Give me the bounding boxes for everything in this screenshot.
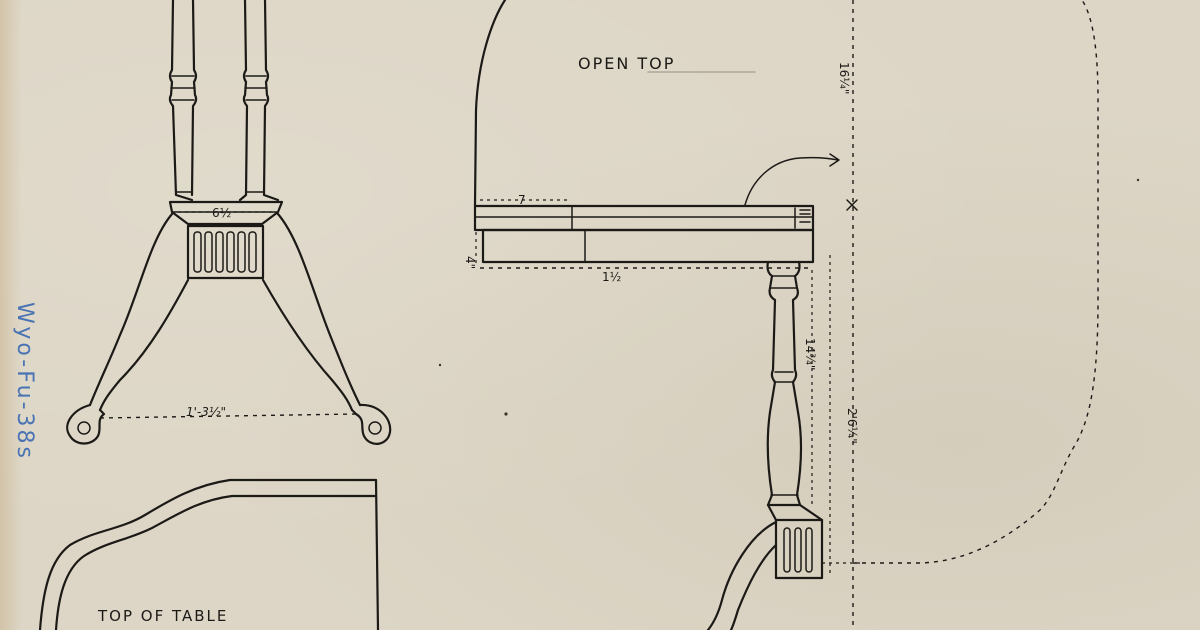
- tabletop-outer-outline: [38, 478, 378, 630]
- base-leg-inner: [729, 543, 778, 630]
- base-reed-2: [794, 527, 802, 573]
- pointer-arrowhead: [829, 153, 840, 167]
- top-of-table-label: TOP OF TABLE: [97, 607, 228, 625]
- rail-width-label: 1½: [602, 270, 621, 284]
- rail-length-label: 7: [518, 193, 526, 207]
- front-view: 6½ 1'-3½": [66, 0, 392, 445]
- tabletop-right-edge: [374, 478, 380, 630]
- top-height-label: 16¼": [837, 62, 851, 94]
- base-transition: [766, 503, 824, 522]
- right-leg-outer: [276, 212, 362, 407]
- leg-span-bottom-dimline: [99, 413, 357, 419]
- paper-edge-stain: [0, 0, 22, 630]
- open-top-arc: [473, 0, 507, 208]
- leg-span-bottom-label: 1'-3½": [186, 405, 226, 419]
- open-top-dashed-outline: [853, 0, 1099, 564]
- ink-speck: [1136, 178, 1140, 182]
- left-leg-outer: [88, 212, 174, 407]
- leg-height-label: 14¾": [803, 338, 817, 370]
- ink-speck: [438, 363, 442, 367]
- reeded-plinth: [186, 224, 265, 280]
- top-board: [473, 204, 815, 232]
- base-reed-1: [783, 527, 791, 573]
- ink-speck: [504, 412, 508, 416]
- right-foot-scroll: [350, 403, 392, 445]
- leg-span-top-label: 6½: [212, 206, 231, 220]
- left-leg-inner: [98, 278, 190, 412]
- open-top-label: OPEN TOP: [578, 54, 675, 73]
- top-of-table-plan: TOP OF TABLE: [38, 478, 380, 630]
- total-height-label: 2'6¼": [845, 408, 859, 444]
- base-leg-outer: [706, 520, 778, 630]
- side-elevation: OPEN TOP 7 4" 1½: [463, 0, 1099, 630]
- base-block: [774, 518, 824, 580]
- left-foot-ball: [77, 421, 91, 435]
- right-post: [238, 0, 280, 202]
- turned-leg: [766, 260, 803, 507]
- apron-rail: [481, 228, 815, 264]
- plinth-reeds: [193, 231, 257, 273]
- tabletop-inner-outline: [54, 494, 378, 630]
- left-foot-scroll: [66, 403, 106, 445]
- collar-block: [168, 200, 284, 226]
- right-foot-ball: [368, 421, 382, 435]
- left-post: [168, 0, 198, 202]
- hinge-joint: [794, 207, 811, 229]
- catalog-number-group: Wyo-Fu-38s: [12, 302, 37, 461]
- pointer-arrow-line: [744, 156, 839, 206]
- base-reed-3: [805, 527, 813, 573]
- right-leg-inner: [261, 278, 354, 412]
- datum-mark: [846, 199, 858, 211]
- rail-depth-label: 4": [463, 256, 477, 269]
- catalog-number: Wyo-Fu-38s: [12, 302, 37, 461]
